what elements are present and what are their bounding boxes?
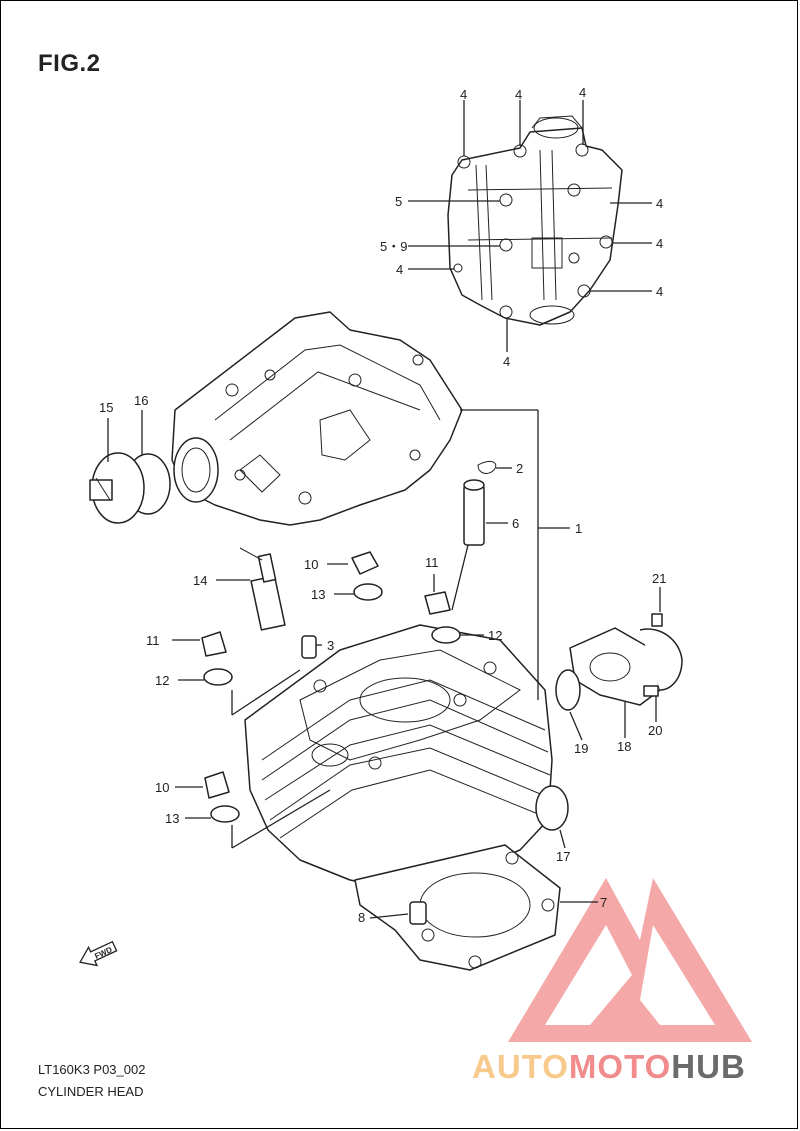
- callout-7: 7: [600, 895, 607, 910]
- callout-4g: 4: [396, 262, 403, 277]
- callout-4h: 4: [503, 354, 510, 369]
- callout-5-9: 5・9: [380, 239, 407, 254]
- valve-guide: [463, 479, 485, 546]
- callout-10b: 10: [155, 780, 169, 795]
- callout-19: 19: [574, 741, 588, 756]
- callout-21: 21: [652, 571, 666, 586]
- watermark-logo: [508, 878, 752, 1042]
- cylinder-plug: [535, 785, 569, 831]
- brand-part-auto: AUTO: [472, 1048, 569, 1085]
- callout-5: 5: [395, 194, 402, 209]
- diagram-code: LT160K3 P03_002: [38, 1062, 146, 1077]
- callout-20: 20: [648, 723, 662, 738]
- callout-4e: 4: [656, 236, 663, 251]
- callout-13a: 13: [311, 587, 325, 602]
- callout-11b: 11: [146, 633, 160, 648]
- cylinder-gasket: [354, 844, 561, 971]
- head-cover-underside: [447, 115, 623, 326]
- callout-14: 14: [193, 573, 207, 588]
- callout-4c: 4: [579, 85, 586, 100]
- callout-1: 1: [575, 521, 582, 536]
- tappet-cap-clip: [477, 460, 497, 474]
- callout-13b: 13: [165, 811, 179, 826]
- dowel-pin-8: [409, 901, 427, 925]
- callout-4b: 4: [515, 87, 522, 102]
- brand-part-moto: MOTO: [568, 1048, 672, 1085]
- callout-3: 3: [327, 638, 334, 653]
- callout-4f: 4: [656, 284, 663, 299]
- callout-16: 16: [134, 393, 148, 408]
- callout-12b: 12: [155, 673, 169, 688]
- oil-filler-cap: [89, 452, 171, 524]
- callout-8: 8: [358, 910, 365, 925]
- spark-plug: [239, 547, 286, 631]
- callout-4a: 4: [460, 87, 467, 102]
- callout-11a: 11: [425, 555, 439, 570]
- watermark-brand: AUTOMOTOHUB: [472, 1048, 746, 1086]
- fwd-arrow-icon: FWD: [79, 940, 118, 967]
- dowel-pin-3: [301, 635, 317, 659]
- fwd-label: FWD: [93, 945, 114, 961]
- callout-6: 6: [512, 516, 519, 531]
- callout-10a: 10: [304, 557, 318, 572]
- callout-12a: 12: [488, 628, 502, 643]
- callout-18: 18: [617, 739, 631, 754]
- callout-4d: 4: [656, 196, 663, 211]
- callout-15: 15: [99, 400, 113, 415]
- nut-washer-set: [201, 551, 461, 823]
- cylinder-head: [171, 311, 463, 526]
- leader-lines: [107, 100, 661, 919]
- brand-part-hub: HUB: [671, 1048, 746, 1085]
- callout-2: 2: [516, 461, 523, 476]
- figure-title: FIG.2: [38, 50, 101, 77]
- callout-17: 17: [556, 849, 570, 864]
- diagram-name: CYLINDER HEAD: [38, 1084, 144, 1099]
- intake-pipe: [555, 613, 683, 711]
